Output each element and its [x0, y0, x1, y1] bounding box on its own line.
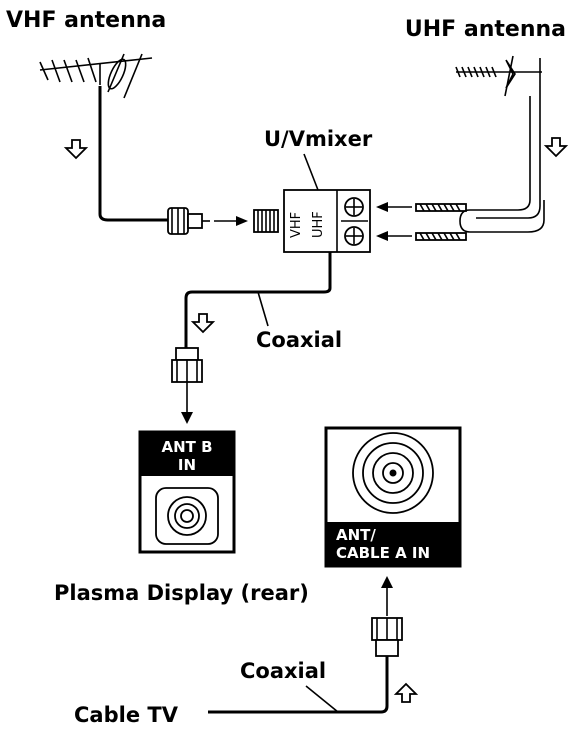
coaxial-leader-line: [257, 291, 269, 327]
coaxial-leader-line: [305, 685, 339, 713]
ant-b-in-port: ANT B IN: [138, 430, 236, 554]
vhf-cable: [98, 86, 168, 222]
ant-a-label-line2: CABLE A IN: [336, 544, 430, 562]
uhf-antenna-icon: [455, 55, 542, 97]
coaxial-plug-icon: [171, 347, 203, 418]
arrow-head-icon: [181, 412, 193, 424]
ant-cable-a-in-port: ANT/ CABLE A IN: [324, 426, 462, 568]
coaxial-lower-label: Coaxial: [240, 659, 326, 683]
coaxial-upper-label: Coaxial: [256, 328, 342, 352]
uv-mixer: VHF UHF: [283, 189, 371, 253]
twin-lead-terminal-icon: [415, 232, 467, 241]
mixer-label: U/Vmixer: [264, 127, 373, 151]
ant-b-label-line1: ANT B: [161, 438, 212, 456]
uhf-twin-lead: [459, 86, 545, 233]
ant-a-label-line1: ANT/: [336, 526, 376, 544]
mixer-uhf-port-label: UHF: [311, 211, 326, 238]
arrow-head-icon: [381, 576, 393, 588]
signal-down-arrow-icon: [190, 313, 216, 334]
cable-tv-label: Cable TV: [74, 703, 179, 727]
mixer-vhf-stub-icon: [253, 209, 279, 233]
cable-tv-line: [208, 656, 389, 714]
vhf-antenna-icon: [39, 53, 153, 99]
mixer-leader-line: [303, 153, 319, 191]
coaxial-plug-icon: [371, 617, 403, 657]
mixer-vhf-port-label: VHF: [289, 212, 304, 238]
plasma-display-label: Plasma Display (rear): [54, 581, 309, 605]
signal-up-arrow-icon: [393, 682, 419, 703]
ant-b-label-line2: IN: [178, 456, 196, 474]
f-connector-icon: [167, 207, 210, 235]
arrow-head-icon: [376, 231, 388, 241]
uhf-antenna-label: UHF antenna: [405, 17, 566, 42]
arrow-head-icon: [376, 202, 388, 212]
arrow-head-icon: [236, 216, 248, 226]
signal-down-arrow-icon: [543, 137, 569, 158]
signal-down-arrow-icon: [63, 139, 89, 160]
vhf-antenna-label: VHF antenna: [6, 8, 166, 33]
twin-lead-terminal-icon: [415, 203, 467, 212]
